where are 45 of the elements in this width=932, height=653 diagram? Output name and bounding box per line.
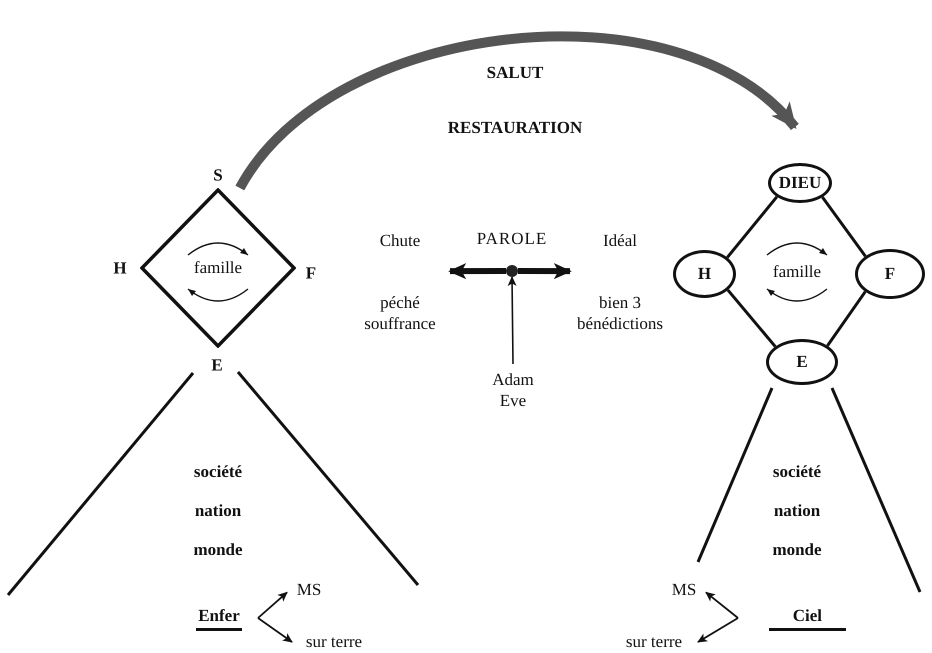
arrow — [697, 617, 738, 643]
connector-line — [821, 196, 867, 258]
node-caption: PAROLE — [476, 228, 548, 249]
node-text: DIEU — [778, 172, 822, 194]
label-text: SALUT — [486, 63, 544, 83]
label-text: société — [194, 462, 242, 482]
arrow — [518, 263, 572, 280]
node-text: péché souffrance — [363, 292, 437, 334]
vertex-label: F — [306, 262, 316, 284]
arrow — [257, 592, 288, 619]
node-text: sur terre — [306, 631, 362, 653]
vertex-label: H — [113, 257, 127, 279]
node-text: E — [796, 351, 808, 373]
arrow — [257, 617, 293, 643]
connector-line — [726, 196, 778, 258]
label-text: famille — [772, 262, 822, 282]
ellipse-node — [768, 163, 832, 203]
node-text: MS — [296, 579, 322, 601]
node-text: MS — [672, 579, 696, 601]
ellipse-node — [766, 339, 838, 385]
node-text: Adam Eve — [491, 368, 535, 412]
connector-line — [826, 290, 866, 347]
node-text: Idéal — [603, 230, 637, 252]
vertex-label: E — [211, 354, 223, 376]
label-text: nation — [194, 501, 242, 521]
label-text: nation — [774, 501, 820, 521]
connector-line — [726, 289, 776, 348]
vertex-label: S — [213, 164, 223, 186]
label-text: monde — [193, 540, 243, 560]
node-text: Ciel — [768, 605, 846, 631]
node-text: H — [698, 263, 712, 285]
arrow — [236, 32, 798, 191]
label-text: monde — [772, 540, 822, 560]
label-text: RESTAURATION — [448, 118, 582, 138]
node-text: F — [884, 263, 896, 285]
node-text: famille — [194, 257, 242, 279]
arrow — [448, 263, 506, 280]
label-text: société — [772, 462, 822, 482]
ellipse-node — [673, 250, 736, 298]
node-text: Chute — [380, 230, 420, 252]
arrow — [705, 592, 739, 619]
node-text: bien 3 bénédictions — [576, 292, 664, 334]
node-text: sur terre — [626, 631, 682, 653]
node-text: Enfer — [196, 605, 242, 631]
arrow — [508, 276, 517, 364]
